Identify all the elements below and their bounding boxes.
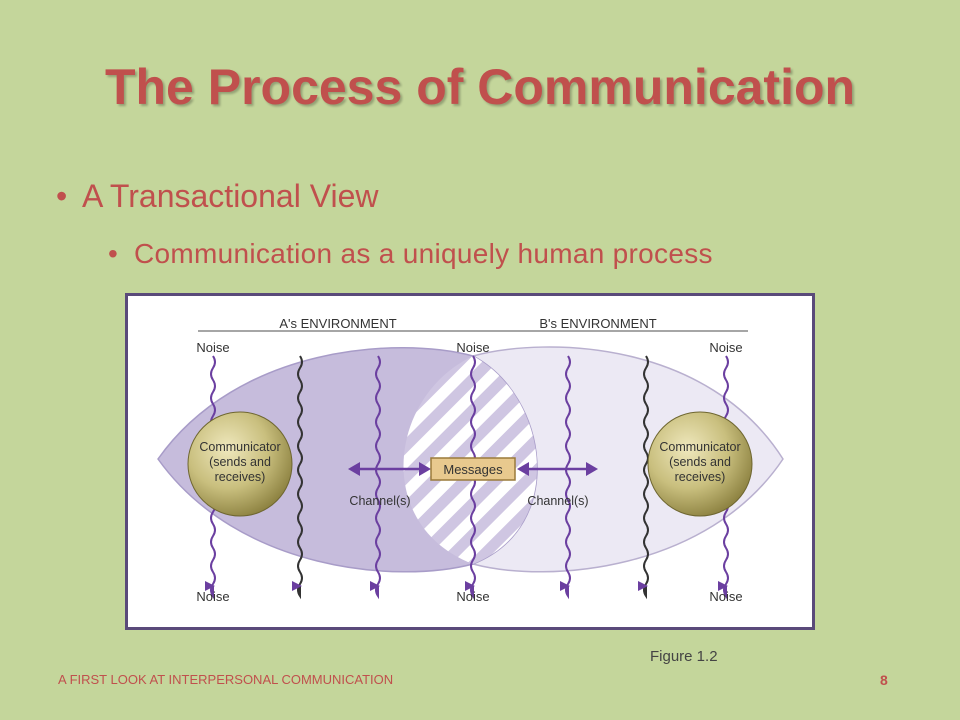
bullet-level2-text: Communication as a uniquely human proces… [134, 238, 713, 269]
noise-line-2 [292, 355, 303, 600]
channel-label-right: Channel(s) [527, 494, 588, 508]
communicator-a-sphere [187, 411, 293, 517]
communicator-b-sphere [647, 411, 753, 517]
slide-title: The Process of Communication [104, 59, 856, 115]
noise-label-bottom-right: Noise [709, 589, 742, 604]
channel-arrow-right-head-b [586, 462, 598, 476]
channel-arrow-left-head-b [419, 462, 431, 476]
communicator-a-line3: receives) [215, 470, 266, 484]
noise-label-bottom-left: Noise [196, 589, 229, 604]
bullet-dot: • [108, 238, 119, 269]
bullet-level1: • A Transactional View [56, 178, 378, 215]
messages-label: Messages [443, 462, 503, 477]
bullet-level2: • Communication as a uniquely human proce… [108, 238, 713, 270]
bullet-level1-text: A Transactional View [82, 178, 379, 214]
noise-label-top-right: Noise [709, 340, 742, 355]
noise-label-top-center: Noise [456, 340, 489, 355]
transactional-model-figure: A's ENVIRONMENT B's ENVIRONMENT Noise No… [125, 293, 815, 630]
env-a-label: A's ENVIRONMENT [279, 316, 396, 331]
communicator-a-line2: (sends and [209, 455, 271, 469]
channel-arrow-left-head-a [348, 462, 360, 476]
transactional-model-diagram: A's ENVIRONMENT B's ENVIRONMENT Noise No… [157, 316, 784, 604]
noise-line-3 [370, 355, 381, 600]
noise-line-6 [638, 355, 649, 600]
noise-label-bottom-center: Noise [456, 589, 489, 604]
figure-caption: Figure 1.2 [650, 648, 718, 665]
shared-overlap [403, 347, 537, 572]
channel-label-left: Channel(s) [349, 494, 410, 508]
channel-arrow-right-head-a [517, 462, 529, 476]
messages-box [430, 457, 516, 481]
noise-label-top-left: Noise [196, 340, 229, 355]
bullet-dot: • [56, 178, 68, 214]
communicator-b-line1: Communicator [659, 440, 740, 454]
page-number: 8 [880, 672, 888, 688]
communicator-b-line2: (sends and [669, 455, 731, 469]
communicator-b-line3: receives) [675, 470, 726, 484]
env-b-label: B's ENVIRONMENT [539, 316, 656, 331]
noise-line-5 [560, 355, 571, 600]
communicator-a-line1: Communicator [199, 440, 280, 454]
slide-footer: A FIRST LOOK AT INTERPERSONAL COMMUNICAT… [58, 672, 394, 687]
